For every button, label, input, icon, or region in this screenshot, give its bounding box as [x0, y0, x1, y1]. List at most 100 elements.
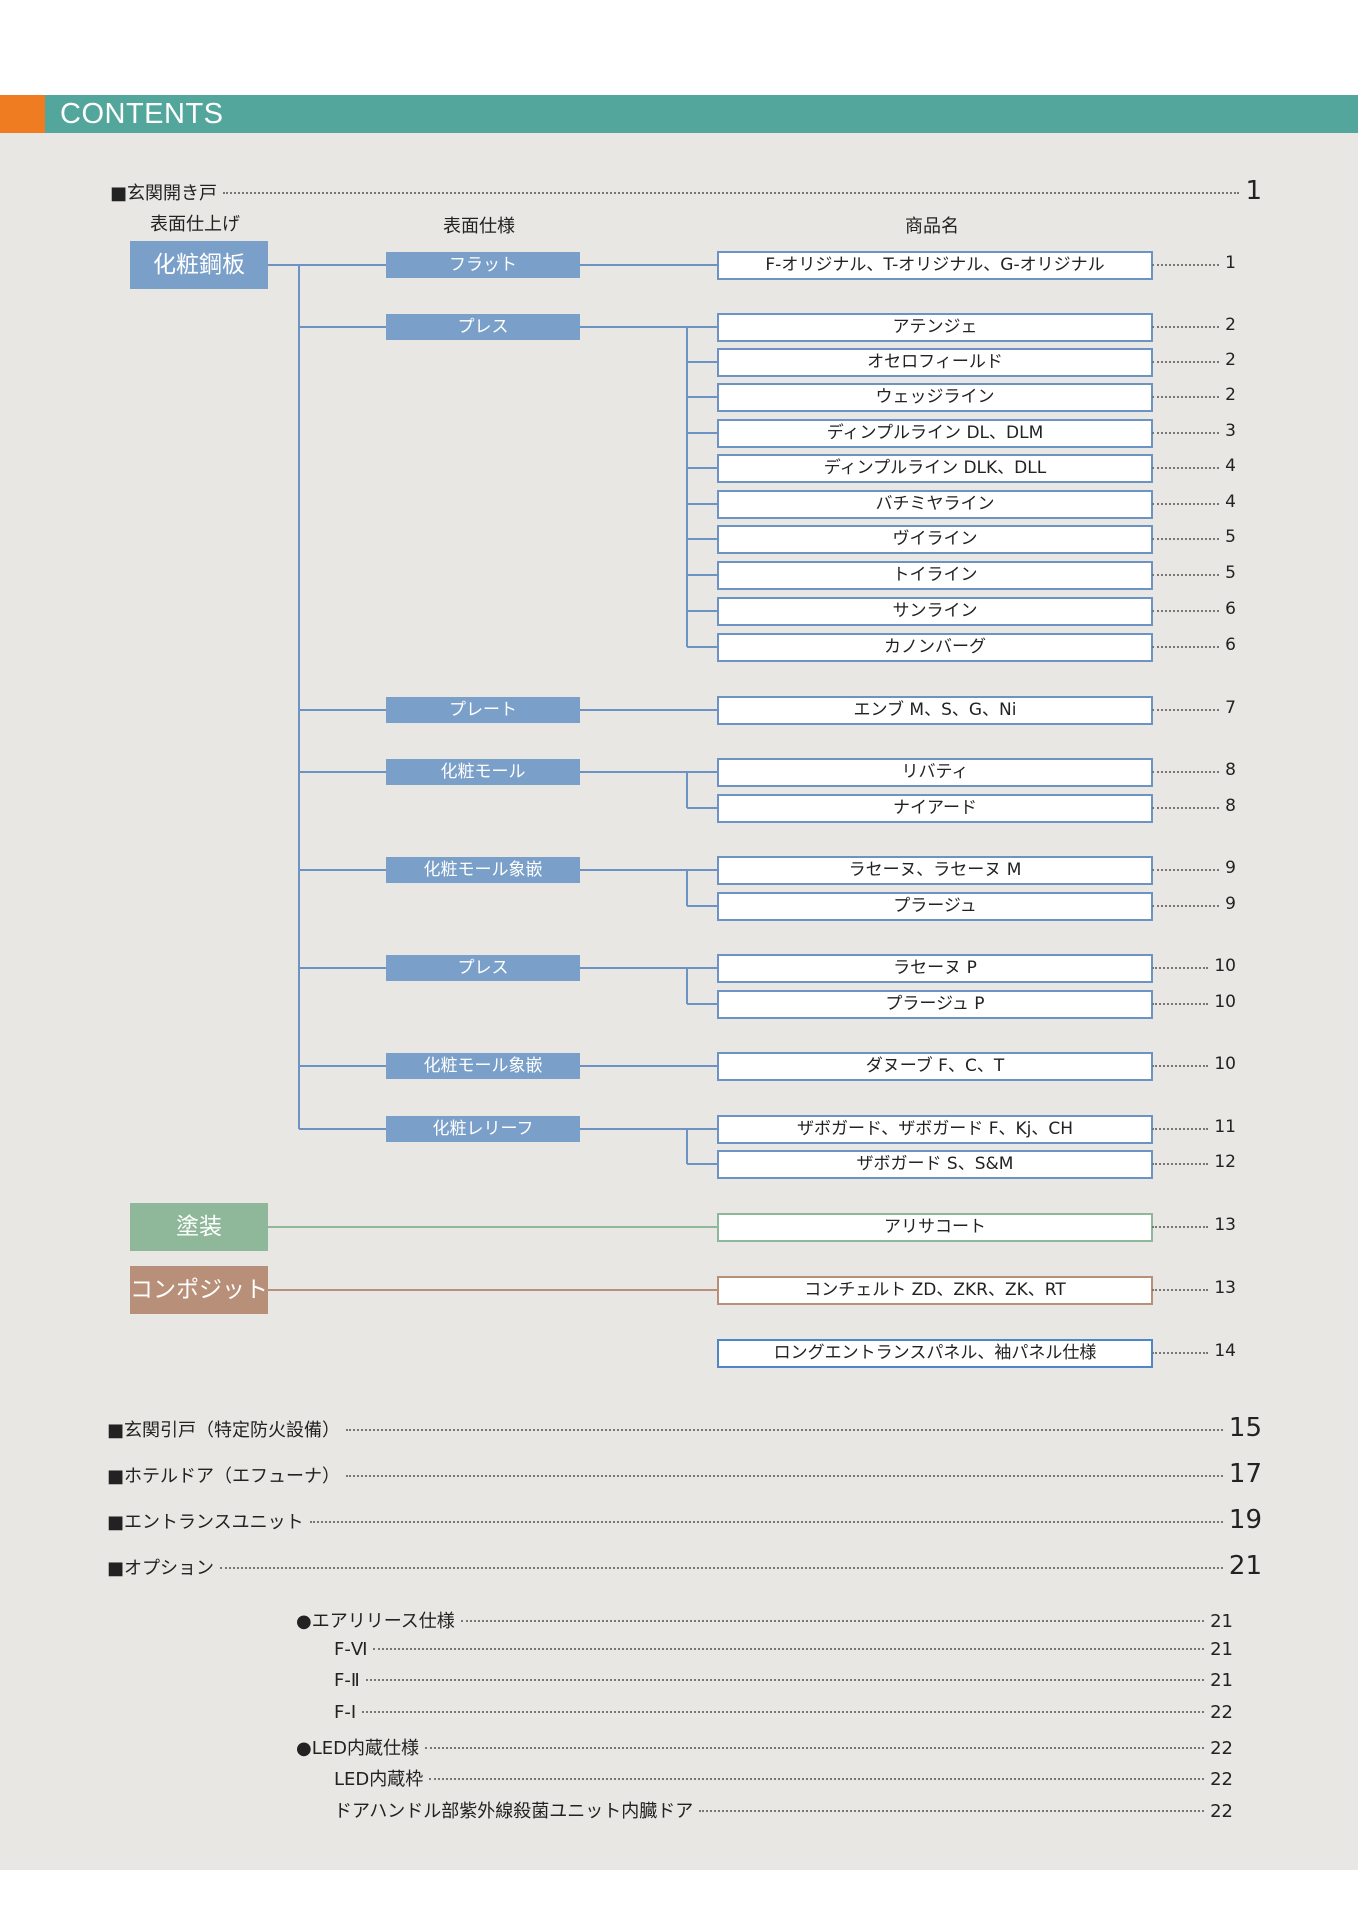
product-box[interactable]: ロングエントランスパネル、袖パネル仕様 [717, 1339, 1153, 1368]
toc-label: ■玄関引戸（特定防火設備） [107, 1420, 341, 1441]
toc-page: 21 [1210, 1670, 1233, 1691]
column-header-spec: 表面仕様 [443, 216, 515, 237]
toc-label: F-Ⅱ [334, 1670, 360, 1691]
spec-decor-mall: 化粧モール [386, 759, 580, 785]
product-page: 5 [1152, 527, 1236, 547]
leader-dots [1152, 538, 1220, 540]
toc-entry-option[interactable]: ■オプション 21 [107, 1551, 1262, 1581]
leader-dots [346, 1429, 1223, 1431]
leader-dots [309, 1521, 1223, 1523]
product-box[interactable]: F-オリジナル、T-オリジナル、G-オリジナル [717, 251, 1153, 280]
section-tag-composite: コンポジット [130, 1266, 268, 1314]
product-box[interactable]: ディンプルライン DL、DLM [717, 419, 1153, 448]
product-box[interactable]: プラージュ [717, 892, 1153, 921]
product-box[interactable]: ウェッジライン [717, 383, 1153, 412]
contents-header: CONTENTS [0, 95, 1358, 133]
toc-sub-uv-door[interactable]: ドアハンドル部紫外線殺菌ユニット内臓ドア 22 [334, 1797, 1233, 1823]
toc-sub-air-release[interactable]: ●エアリリース仕様 21 [296, 1607, 1233, 1633]
product-box[interactable]: コンチェルト ZD、ZKR、ZK、RT [717, 1276, 1153, 1305]
product-page: 10 [1152, 992, 1236, 1012]
toc-page: 21 [1228, 1551, 1262, 1581]
toc-sub-f2[interactable]: F-Ⅱ 21 [334, 1670, 1233, 1691]
toc-label: ■オプション [107, 1558, 215, 1579]
product-box[interactable]: ナイアード [717, 794, 1153, 823]
column-header-finish: 表面仕上げ [150, 214, 240, 235]
product-page: 2 [1152, 350, 1236, 370]
leader-dots [1152, 869, 1220, 871]
leader-dots [1152, 1289, 1209, 1291]
product-page: 3 [1152, 421, 1236, 441]
leader-dots [1152, 1128, 1209, 1130]
product-page: 10 [1152, 956, 1236, 976]
leader-dots [424, 1747, 1205, 1749]
toc-page: 22 [1210, 1801, 1233, 1822]
leader-dots [1152, 967, 1209, 969]
product-box[interactable]: ディンプルライン DLK、DLL [717, 454, 1153, 483]
product-box[interactable]: ラセーヌ、ラセーヌ M [717, 856, 1153, 885]
toc-sub-f6[interactable]: F-Ⅵ 21 [334, 1639, 1233, 1660]
product-box[interactable]: アリサコート [717, 1213, 1153, 1242]
toc-entry-sliding-door[interactable]: ■玄関引戸（特定防火設備） 15 [107, 1413, 1262, 1443]
leader-dots [1152, 1352, 1209, 1354]
leader-dots [1152, 807, 1220, 809]
leader-dots [1152, 574, 1220, 576]
leader-dots [429, 1778, 1205, 1780]
toc-sub-f1[interactable]: F-Ⅰ 22 [334, 1702, 1233, 1723]
toc-label: ドアハンドル部紫外線殺菌ユニット内臓ドア [334, 1801, 694, 1822]
toc-page: 15 [1228, 1413, 1262, 1443]
product-page: 6 [1152, 635, 1236, 655]
leader-dots [362, 1711, 1205, 1713]
product-page: 1 [1152, 253, 1236, 273]
leader-dots [699, 1810, 1205, 1812]
product-box[interactable]: アテンジェ [717, 313, 1153, 342]
product-box[interactable]: トイライン [717, 561, 1153, 590]
product-box[interactable]: バチミヤライン [717, 490, 1153, 519]
leader-dots [1152, 503, 1220, 505]
leader-dots [1152, 1226, 1209, 1228]
toc-entry-hotel-door[interactable]: ■ホテルドア（エフューナ） 17 [107, 1459, 1262, 1489]
product-page: 8 [1152, 796, 1236, 816]
product-box[interactable]: オセロフィールド [717, 348, 1153, 377]
product-page: 2 [1152, 385, 1236, 405]
product-page: 9 [1152, 858, 1236, 878]
product-box[interactable]: ザボガード S、S&M [717, 1150, 1153, 1179]
product-box[interactable]: エンブ M、S、G、Ni [717, 696, 1153, 725]
toc-page: 21 [1210, 1639, 1233, 1660]
toc-page: 22 [1210, 1769, 1233, 1790]
section-tag-paint: 塗装 [130, 1203, 268, 1251]
toc-entry-entrance-unit[interactable]: ■エントランスユニット 19 [107, 1505, 1262, 1535]
toc-entry-entrance-door[interactable]: ■玄関開き戸 1 [110, 176, 1262, 206]
leader-dots [1152, 326, 1220, 328]
leader-dots [1152, 361, 1220, 363]
leader-dots [1152, 432, 1220, 434]
toc-page: 19 [1228, 1505, 1262, 1535]
product-page: 11 [1152, 1117, 1236, 1137]
product-box[interactable]: ザボガード、ザボガード F、Kj、CH [717, 1115, 1153, 1144]
product-page: 9 [1152, 894, 1236, 914]
product-box[interactable]: ラセーヌ P [717, 954, 1153, 983]
product-box[interactable]: リバティ [717, 758, 1153, 787]
product-box[interactable]: サンライン [717, 597, 1153, 626]
toc-sub-led-frame[interactable]: LED内蔵枠 22 [334, 1765, 1233, 1791]
product-box[interactable]: プラージュ P [717, 990, 1153, 1019]
toc-label: ■ホテルドア（エフューナ） [107, 1466, 341, 1487]
product-box[interactable]: ダヌーブ F、C、T [717, 1052, 1153, 1081]
product-page: 10 [1152, 1054, 1236, 1074]
spec-press: プレス [386, 314, 580, 340]
toc-page: 21 [1210, 1611, 1233, 1632]
leader-dots [1152, 264, 1220, 266]
leader-dots [1152, 610, 1220, 612]
leader-dots [1152, 396, 1220, 398]
product-page: 4 [1152, 492, 1236, 512]
spec-press-2: プレス [386, 955, 580, 981]
leader-dots [1152, 467, 1220, 469]
product-box[interactable]: ヴイライン [717, 525, 1153, 554]
toc-page: 17 [1228, 1459, 1262, 1489]
product-box[interactable]: カノンバーグ [717, 633, 1153, 662]
leader-dots [1152, 771, 1220, 773]
toc-sub-led[interactable]: ●LED内蔵仕様 22 [296, 1734, 1233, 1760]
leader-dots [1152, 1163, 1209, 1165]
spec-decor-relief: 化粧レリーフ [386, 1116, 580, 1142]
page-title: CONTENTS [60, 98, 224, 130]
